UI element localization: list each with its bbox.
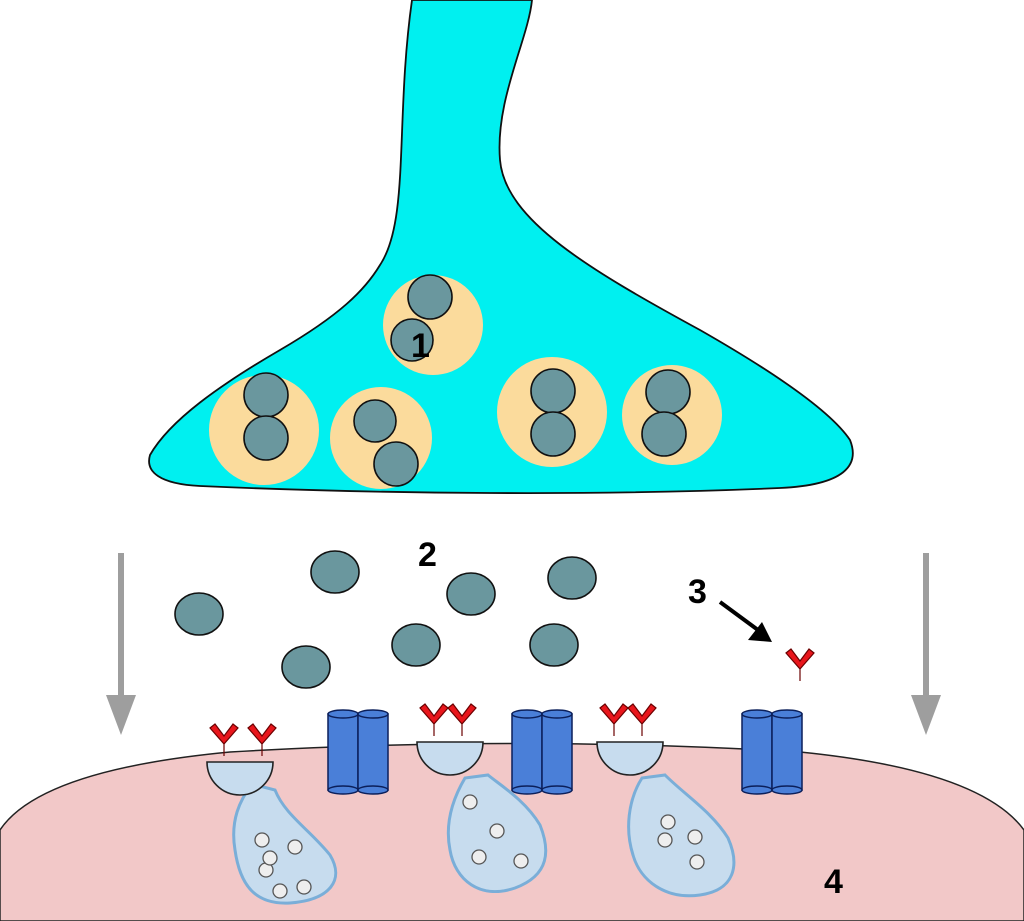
neurotransmitter-molecule [446, 572, 496, 616]
vesicle [383, 274, 483, 375]
vesicle-group [209, 274, 722, 489]
receptor-complex [416, 703, 548, 894]
label-presynaptic-vesicles: 1 [411, 327, 430, 365]
neurotransmitter-molecule [281, 645, 331, 689]
neurotransmitter-molecule [174, 592, 224, 636]
receptor-complex [596, 703, 736, 898]
pointer-arrow [718, 600, 772, 642]
neurotransmitter-molecule [547, 556, 597, 600]
neurotransmitter-molecule [391, 623, 441, 667]
ion-channel [511, 709, 573, 795]
vesicle [209, 372, 319, 485]
vesicle [622, 365, 722, 465]
label-released-molecules: 2 [418, 536, 437, 574]
receptor-complex [206, 723, 338, 905]
neurotransmitter-molecule [310, 550, 360, 594]
released-neurotransmitters [174, 550, 597, 689]
label-receptor-molecule: 3 [688, 573, 707, 611]
flow-arrow-right [911, 553, 941, 735]
ion-channel [741, 709, 803, 795]
vesicle [497, 357, 607, 467]
label-postsynaptic-cell: 4 [824, 863, 843, 901]
vesicle [330, 387, 432, 489]
ion-channel [327, 709, 389, 795]
free-receptor-molecule [785, 648, 815, 682]
flow-arrow-left [106, 553, 136, 735]
neurotransmitter-molecule [529, 623, 579, 667]
